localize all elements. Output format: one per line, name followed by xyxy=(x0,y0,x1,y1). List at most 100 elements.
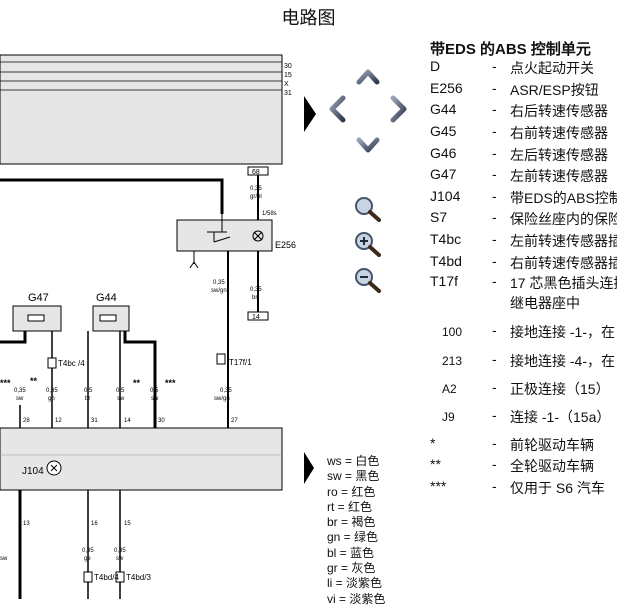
legend-description: 左前转速传感器 xyxy=(510,168,608,184)
connector-label-t4bc: T4bc /4 xyxy=(58,359,85,368)
pin-label: 12 xyxy=(55,418,62,424)
pin-label: 15 xyxy=(124,521,131,527)
wire-gauge-label: 0,35 xyxy=(250,287,262,293)
wire-color-label: sw/gn xyxy=(211,288,227,294)
pin-label: 28 xyxy=(23,418,30,424)
legend-code: 213 xyxy=(442,354,463,368)
legend-code: T4bd xyxy=(430,253,462,269)
sensor-label-g47: G47 xyxy=(28,292,49,304)
legend-dash: - xyxy=(492,478,497,494)
legend-code: G44 xyxy=(430,101,457,117)
magnifier-icon[interactable] xyxy=(352,195,382,223)
wire-gauge-label: 0,35 xyxy=(82,548,94,554)
section-pointer-icon xyxy=(304,452,314,484)
legend-dash: - xyxy=(492,273,497,289)
wire-color-label: br xyxy=(252,295,257,301)
legend-description: 17 芯黑色插头连接 xyxy=(510,275,617,291)
color-code-item: sw = 黑色 xyxy=(327,469,380,484)
legend-description: 继电器座中 xyxy=(510,295,580,311)
legend-dash: - xyxy=(492,253,497,269)
legend-code: S7 xyxy=(430,209,448,225)
connector-label-t4bd3: T4bd/3 xyxy=(126,573,151,582)
chevron-right-icon[interactable] xyxy=(390,95,407,123)
legend-dash: - xyxy=(492,58,497,74)
wire-color-label: ge xyxy=(84,556,91,562)
legend-description: 全轮驱动车辆 xyxy=(510,458,594,474)
chevron-down-icon[interactable] xyxy=(356,137,380,153)
legend-description: 前轮驱动车辆 xyxy=(510,437,594,453)
wire-gauge-label: 0,5 xyxy=(84,388,93,394)
legend-description: 接地连接 -1-，在 xyxy=(510,324,615,340)
legend-dash: - xyxy=(492,80,497,96)
legend-description: 正极连接（15） xyxy=(510,381,610,397)
wire-color-label: br xyxy=(85,396,90,402)
color-code-item: bl = 蓝色 xyxy=(327,545,375,560)
legend-dash: - xyxy=(492,407,497,423)
legend-code: * xyxy=(430,435,436,451)
legend-dash: - xyxy=(492,435,497,451)
control-unit-label: J104 xyxy=(22,466,44,477)
wire-gauge-label: 0,35 xyxy=(46,388,58,394)
pin-label: 31 xyxy=(91,418,98,424)
pin-label: 30 xyxy=(158,418,165,424)
asterisk-label: ** xyxy=(133,378,141,388)
wire-color-label: sw xyxy=(16,396,24,402)
wire-gauge-label: 0,5 xyxy=(150,388,159,394)
wire-color-label: sw xyxy=(116,556,124,562)
pin-label: 13 xyxy=(23,521,30,527)
bus-label-x: X xyxy=(284,81,289,88)
bus-label-31: 31 xyxy=(284,90,292,97)
bus-label-30: 30 xyxy=(284,63,292,70)
wire-color-label: gn xyxy=(48,396,55,402)
color-code-item: ro = 红色 xyxy=(327,484,376,499)
chevron-up-icon[interactable] xyxy=(356,69,380,85)
legend-dash: - xyxy=(492,123,497,139)
fuse-label-14: 14 xyxy=(252,314,260,321)
legend-dash: - xyxy=(492,379,497,395)
wire-color-label: sw xyxy=(0,556,8,562)
color-code-item: gn = 绿色 xyxy=(327,530,379,545)
fuse-label-68: 68 xyxy=(252,169,260,176)
legend-description: 连接 -1-（15a） xyxy=(510,409,611,425)
legend-code: G47 xyxy=(430,166,457,182)
asterisk-label: ** xyxy=(30,376,38,386)
legend-code: T4bc xyxy=(430,231,462,247)
wire-color-label: sw/gn xyxy=(214,396,230,402)
legend-code: D xyxy=(430,58,441,74)
legend-dash: - xyxy=(492,188,497,204)
legend-description: ASR/ESP按钮 xyxy=(510,82,599,98)
pin-label: 16 xyxy=(91,521,98,527)
wire-gauge-label: 0,35 xyxy=(250,186,262,192)
wire-gauge-label: 0,5 xyxy=(116,388,125,394)
legend-dash: - xyxy=(492,209,497,225)
color-code-item: li = 淡紫色 xyxy=(327,576,383,591)
connector-label-t17f1: T17f/1 xyxy=(229,358,252,367)
legend-description: 右前转速传感器插头 xyxy=(510,255,617,271)
sensor-label-g44: G44 xyxy=(96,292,117,304)
zoom-in-icon[interactable] xyxy=(352,230,382,258)
legend-dash: - xyxy=(492,101,497,117)
connector-label-t4bd4: T4bd/4 xyxy=(94,573,119,582)
legend-code: *** xyxy=(430,478,447,494)
legend-code: 100 xyxy=(442,325,463,339)
legend-description: 左后转速传感器 xyxy=(510,147,608,163)
circuit-diagram: 30 15 X 31 68 14 0,35 gr/bl 1/58s E256 0… xyxy=(0,54,296,599)
chevron-left-icon[interactable] xyxy=(329,95,346,123)
legend-dash: - xyxy=(492,322,497,338)
legend-dash: - xyxy=(492,456,497,472)
legend-description: 右后转速传感器 xyxy=(510,103,608,119)
legend-dash: - xyxy=(492,231,497,247)
legend-description: 点火起动开关 xyxy=(510,60,594,76)
wire-gauge-label: 0,35 xyxy=(114,548,126,554)
wire-color-key: ws = 白色 sw = 黑色 ro = 红色 rt = 红色 br = 褐色 … xyxy=(327,454,385,607)
legend-code: J9 xyxy=(442,410,455,424)
legend-code: J104 xyxy=(430,188,461,204)
section-pointer-icon xyxy=(304,96,316,132)
zoom-out-icon[interactable] xyxy=(352,266,382,294)
legend-description: 接地连接 -4-，在 xyxy=(510,353,615,369)
bus-label-15: 15 xyxy=(284,72,292,79)
color-code-item: br = 褐色 xyxy=(327,515,376,530)
legend-heading: 带EDS 的ABS 控制单元 xyxy=(430,41,591,58)
legend-description: 右前转速传感器 xyxy=(510,125,608,141)
